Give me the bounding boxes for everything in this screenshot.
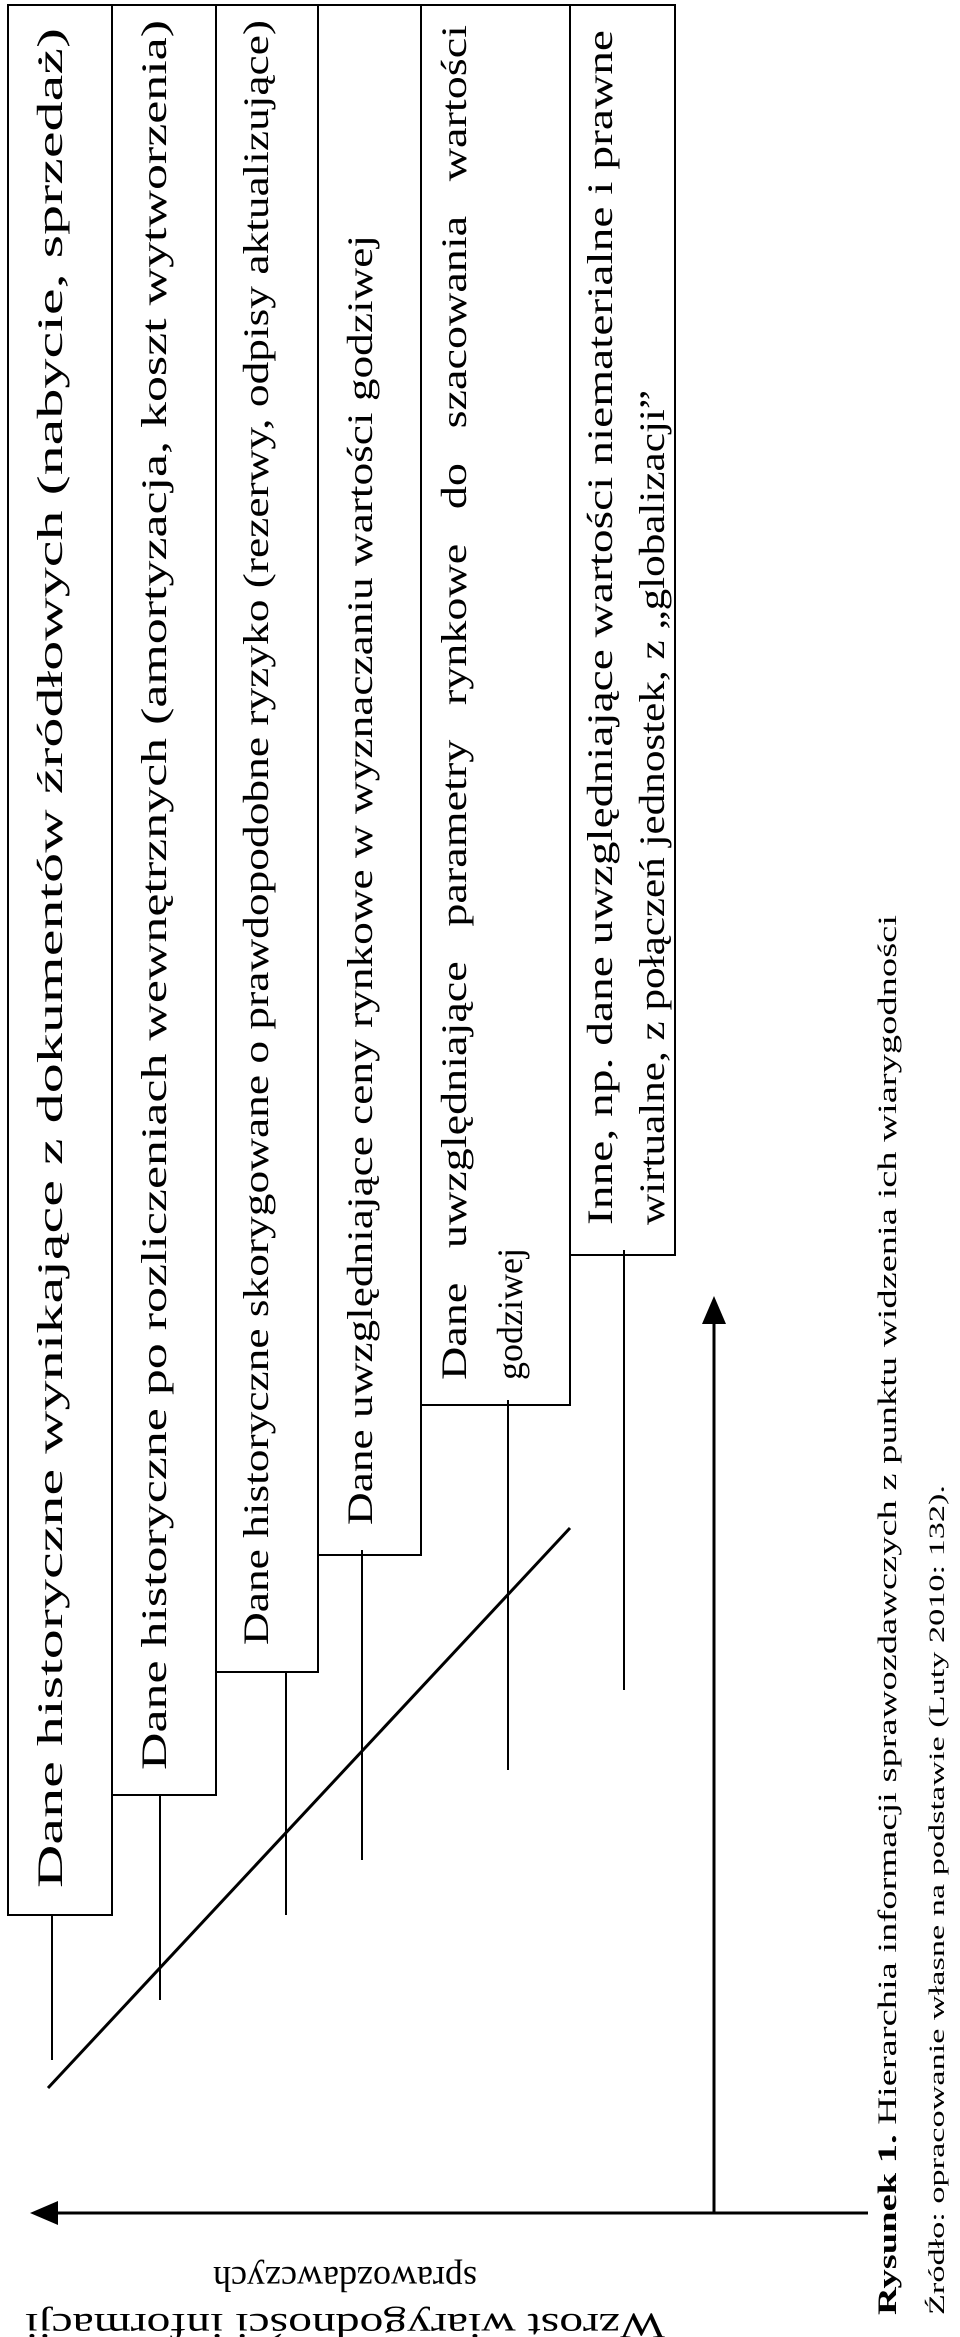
level-3-label: Dane historyczne skorygowane o prawdopod… xyxy=(236,20,276,1645)
level-4-label: Dane uwzględniające ceny rynkowe w wyzna… xyxy=(340,235,380,1525)
level-6-label-line2: wirtualne, z połączeń jednostek, z „glob… xyxy=(632,390,672,1225)
level-box-5 xyxy=(420,4,571,1406)
level-5-label-line2: godziwej xyxy=(490,1248,530,1380)
level-6-label-line1: Inne, np. dane uwzględniające wartości n… xyxy=(580,30,620,1225)
axis-label-line1: Wzrost wiarygodności informacji xyxy=(25,2306,665,2337)
axis-label-line2: sprawozdawczych xyxy=(213,2259,477,2299)
figure-caption: Rysunek 1. Hierarchia informacji sprawoz… xyxy=(873,915,902,2315)
level-box-6 xyxy=(569,4,676,1256)
left-arrow-head-icon xyxy=(30,2201,58,2225)
level-box-3 xyxy=(215,4,319,1673)
level-box-2 xyxy=(111,4,217,1796)
caption-text: Hierarchia informacji sprawozdawczych z … xyxy=(873,915,902,2134)
trend-line xyxy=(46,1526,572,2090)
level-box-4 xyxy=(317,4,422,1556)
figure-source: Źródło: opracowanie własne na podstawie … xyxy=(924,1485,949,2315)
level-5-label-line1: Dane uwzględniające parametry rynkowe do… xyxy=(434,25,474,1380)
up-arrow-head-icon xyxy=(702,1296,726,1324)
level-2-label: Dane historyczne po rozliczeniach wewnęt… xyxy=(134,20,174,1770)
caption-label: Rysunek 1. xyxy=(873,2134,902,2315)
level-1-label: Dane historyczne wynikające z dokumentów… xyxy=(30,28,70,1888)
level-box-1 xyxy=(7,4,113,1916)
